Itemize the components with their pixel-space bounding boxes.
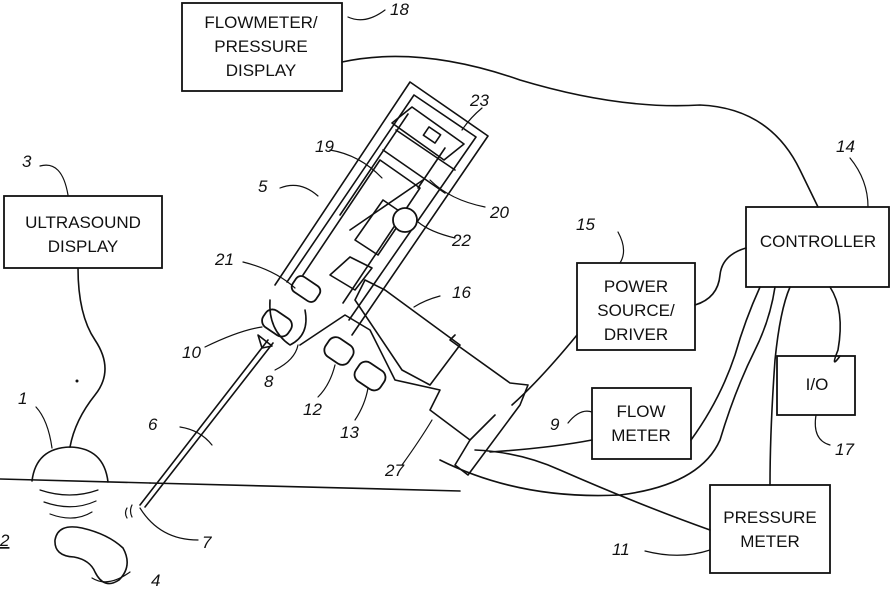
ultrasound-cable [70,268,105,447]
speck [76,380,79,383]
ultrasound-display-line1: ULTRASOUND [25,213,141,232]
target-tissue [55,527,127,584]
ref-10: 10 [182,343,201,362]
handpiece [258,82,528,475]
power-source-line3: DRIVER [604,325,668,344]
pressure-meter-line1: PRESSURE [723,508,817,527]
power-source-line2: SOURCE/ [597,301,675,320]
needle-outer [145,343,273,507]
power-source-line1: POWER [604,277,668,296]
ref-2: 2 [0,531,10,550]
ref-6: 6 [148,415,158,434]
ref-27: 27 [384,461,404,480]
controller-label: CONTROLLER [760,232,876,251]
flow-meter-line1: FLOW [616,402,665,421]
flow-meter-box [592,388,691,459]
needle [140,340,268,505]
ref-14: 14 [836,137,855,156]
button-13[interactable] [351,358,388,393]
ref-16: 16 [452,283,471,302]
ref-23: 23 [469,91,489,110]
flow-meter-line2: METER [611,426,671,445]
sensor-22 [393,208,417,232]
plunger-rod-left [340,114,408,215]
ref-11: 11 [612,540,630,559]
plunger-tip [330,257,372,290]
ref-12: 12 [303,400,322,419]
ref-20: 20 [489,203,509,222]
ref-19: 19 [315,137,334,156]
needle-tip-waves [126,505,133,518]
pressure-meter-box [710,485,830,573]
ref-21: 21 [214,250,234,269]
ref-9: 9 [550,415,560,434]
ultrasound-display-box [4,196,162,268]
skin-surface-line [0,479,150,483]
fitting-10 [259,306,295,339]
flowmeter-display-line3: DISPLAY [226,61,297,80]
ref-4: 4 [151,571,160,590]
ref-1: 1 [18,389,27,408]
ultrasound-display-line2: DISPLAY [48,237,119,256]
ref-15: 15 [576,215,595,234]
ref-13: 13 [340,423,359,442]
fitting-10-tip [258,335,272,348]
button-12[interactable] [321,334,357,368]
ref-22: 22 [451,231,471,250]
ultrasound-waves [40,490,98,518]
handle-line [470,415,495,440]
ref-17: 17 [835,440,854,459]
io-label: I/O [806,375,829,394]
ref-5: 5 [258,177,268,196]
pressure-meter-line2: METER [740,532,800,551]
fitting-21 [289,274,322,305]
ref-18: 18 [390,0,409,19]
ref-7: 7 [202,533,212,552]
skin-surface-line-right [150,483,460,491]
ultrasound-transducer [32,447,108,482]
flowmeter-display-line2: PRESSURE [214,37,308,56]
ref-3: 3 [22,152,32,171]
plunger-knob [423,127,440,143]
ref-8: 8 [264,372,274,391]
flowmeter-display-line1: FLOWMETER/ [204,13,318,32]
